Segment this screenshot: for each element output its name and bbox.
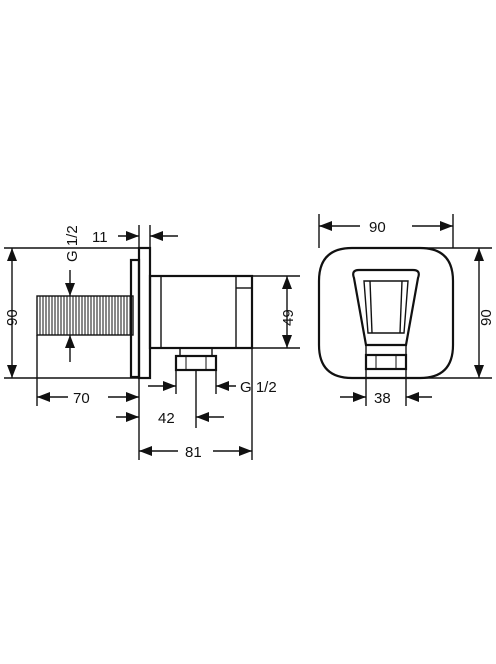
dim-protrusion: 70 (36, 335, 140, 407)
outlet-nipple (174, 347, 218, 372)
front-view: 90 90 38 (317, 214, 495, 407)
holder-body (148, 274, 254, 350)
dim-front-width: 90 (318, 214, 454, 248)
dim-body-height: 49 (252, 275, 300, 349)
dim-depth-label: 81 (185, 444, 202, 461)
dim-body-height-label: 49 (280, 309, 297, 326)
wall-flange (129, 246, 152, 380)
dim-outlet-offset-label: 42 (158, 410, 175, 427)
dim-thread-outlet: G 1/2 (148, 370, 277, 396)
side-view: G 1/2 11 90 49 (4, 225, 300, 461)
dim-flange-label: 11 (92, 229, 108, 246)
front-plate (317, 246, 455, 380)
front-outlet (364, 353, 408, 371)
dim-outlet-width-label: 38 (374, 390, 391, 407)
dim-outlet-width: 38 (340, 369, 432, 407)
dim-protrusion-label: 70 (73, 390, 90, 407)
dim-thread-left-label: G 1/2 (64, 225, 81, 262)
dim-depth: 81 (138, 348, 253, 461)
dim-flange: 11 (92, 225, 178, 248)
dim-front-height-label: 90 (478, 309, 495, 326)
dim-height: 90 (4, 247, 139, 379)
dim-thread-outlet-label: G 1/2 (240, 379, 277, 396)
threaded-pipe (36, 295, 134, 336)
dim-height-label: 90 (4, 309, 21, 326)
dim-thread-left: G 1/2 (64, 225, 81, 362)
hose-holder-cradle (352, 268, 420, 355)
dim-front-height: 90 (420, 247, 495, 379)
dim-front-width-label: 90 (369, 219, 386, 236)
dim-outlet-offset: 42 (116, 370, 224, 428)
